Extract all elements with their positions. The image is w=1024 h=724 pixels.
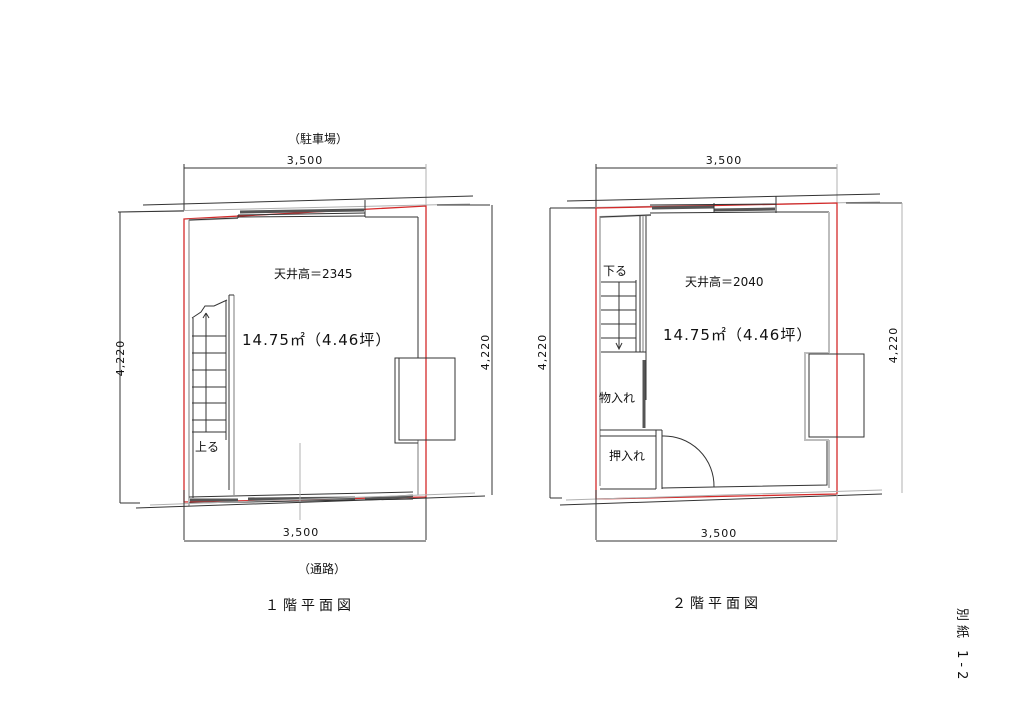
floor2-title: ２階平面図 xyxy=(672,596,762,612)
floor2-dim-bottom: 3,500 xyxy=(701,527,738,540)
floor2-plan: 3,500 4,220 4,220 xyxy=(536,154,903,612)
floor1-dim-left: 4,220 xyxy=(114,340,127,377)
floor1-bottom-label: （通路） xyxy=(298,561,346,576)
floor2-bay-window xyxy=(808,353,865,438)
floor1-boundary xyxy=(183,205,427,503)
floor1-ceiling-height: 天井高＝2345 xyxy=(274,266,353,281)
floor2-dim-left: 4,220 xyxy=(536,334,549,371)
floor1-dim-bottom: 3,500 xyxy=(283,526,320,539)
floor1-dim-right: 4,220 xyxy=(479,334,492,371)
floor2-area: 14.75㎡（4.46坪） xyxy=(663,326,812,344)
floor2-stairs-label: 下る xyxy=(603,264,627,278)
floor1-bay-window xyxy=(398,357,456,441)
floor1-plan: （駐車場） 3,500 4,220 4,220 xyxy=(114,131,493,614)
floor2-dim-top: 3,500 xyxy=(706,154,743,167)
floor2-ceiling-height: 天井高＝2040 xyxy=(685,274,764,289)
floor1-stairs-label: 上る xyxy=(195,440,219,454)
sheet-label: 別紙 1-2 xyxy=(954,608,969,683)
floor2-dim-right: 4,220 xyxy=(887,327,900,364)
floor1-dim-top: 3,500 xyxy=(287,154,324,167)
floor2-door-swing xyxy=(661,435,715,488)
floor2-storage-label: 物入れ xyxy=(599,391,635,405)
floor1-top-label: （駐車場） xyxy=(288,131,348,146)
floor1-stairs xyxy=(191,294,235,498)
floor2-stairs xyxy=(601,216,647,400)
floor2-closet-label: 押入れ xyxy=(609,449,645,463)
floor1-title: １階平面図 xyxy=(265,598,355,614)
floor1-area: 14.75㎡（4.46坪） xyxy=(242,331,391,349)
